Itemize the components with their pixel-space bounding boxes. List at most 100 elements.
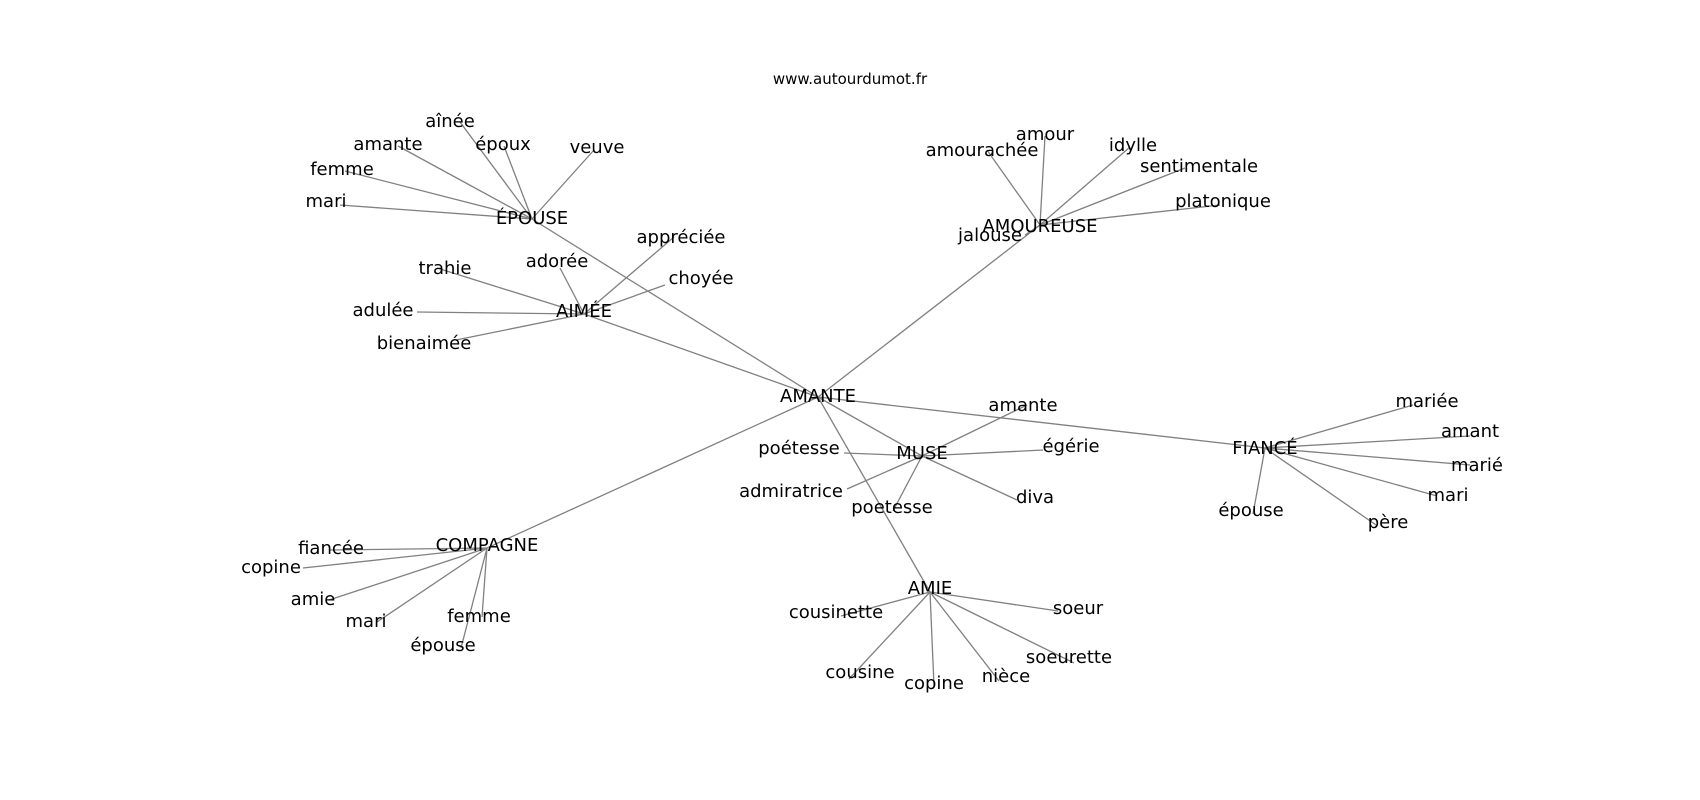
leaf-word-fiance: père	[1368, 512, 1409, 533]
edge-fiance-leaf	[1264, 447, 1438, 497]
leaf-word-aimee: adorée	[526, 251, 589, 272]
edge-aimee-leaf	[583, 284, 666, 315]
leaf-word-amie: nièce	[982, 666, 1030, 687]
leaf-word-amoureuse: jalouse	[957, 225, 1022, 246]
leaf-word-compagne: fiancée	[298, 538, 364, 559]
leaf-word-aimee: adulée	[352, 300, 413, 321]
leaf-word-epouse: veuve	[570, 137, 625, 158]
edge-amie-leaf	[848, 591, 931, 680]
edge-aimee-leaf	[436, 267, 585, 315]
edge-center-amie	[817, 396, 931, 593]
leaf-word-fiance: amant	[1441, 421, 1499, 442]
edge-fiance-leaf	[1264, 435, 1471, 449]
edge-amie-leaf	[929, 591, 1075, 664]
leaf-word-muse: poétesse	[758, 438, 839, 459]
edge-aimee-leaf	[455, 313, 585, 341]
leaf-word-amie: soeurette	[1026, 647, 1112, 668]
leaf-word-fiance: marié	[1451, 455, 1503, 476]
leaf-word-amie: copine	[904, 673, 964, 694]
edges-layer	[302, 121, 1471, 687]
hub-node-muse: MUSE	[896, 443, 948, 464]
edge-amoureuse-leaf	[1024, 224, 1041, 236]
edge-aimee-leaf	[583, 236, 675, 315]
edge-fiance-leaf	[1252, 447, 1266, 515]
edge-fiance-leaf	[1264, 447, 1377, 526]
edge-epouse-leaf	[397, 145, 533, 220]
leaf-word-amie: soeur	[1053, 598, 1104, 619]
edge-amie-leaf	[840, 591, 931, 617]
hub-node-epouse: ÉPOUSE	[496, 207, 568, 229]
site-url: www.autourdumot.fr	[772, 70, 928, 88]
edge-epouse-leaf	[503, 145, 533, 220]
edge-amoureuse-leaf	[1039, 204, 1221, 226]
leaf-word-muse: égérie	[1042, 436, 1099, 457]
leaf-word-compagne: épouse	[410, 635, 475, 656]
edge-muse-leaf	[846, 455, 923, 490]
leaf-word-amoureuse: sentimentale	[1140, 156, 1258, 177]
leaf-word-amoureuse: amour	[1016, 124, 1075, 145]
edge-center-fiance	[817, 396, 1266, 449]
hub-node-compagne: COMPAGNE	[436, 535, 539, 556]
edge-fiance-leaf	[1264, 404, 1414, 449]
leaf-word-epouse: aînée	[425, 111, 475, 132]
edge-muse-leaf	[921, 404, 1028, 457]
edge-center-compagne	[486, 396, 819, 549]
leaf-word-epouse: mari	[306, 191, 347, 212]
leaf-word-compagne: amie	[291, 589, 336, 610]
edge-center-epouse	[531, 218, 819, 398]
edge-epouse-leaf	[459, 121, 533, 220]
center-node-label: AMANTE	[780, 386, 856, 407]
edge-aimee-leaf	[559, 267, 585, 315]
edge-amie-leaf	[929, 591, 1000, 682]
leaf-word-aimee: choyée	[668, 268, 733, 289]
leaf-word-fiance: mariée	[1395, 391, 1458, 412]
leaf-word-epouse: amante	[353, 134, 422, 155]
leaf-word-aimee: trahie	[419, 258, 472, 279]
leaf-word-muse: amante	[988, 395, 1057, 416]
hub-node-amie: AMIE	[908, 578, 953, 599]
edge-amoureuse-leaf	[1039, 135, 1046, 226]
leaf-word-aimee: bienaimée	[377, 333, 472, 354]
edge-compagne-leaf	[302, 547, 488, 569]
leaf-word-aimee: appréciée	[636, 227, 725, 248]
edge-compagne-leaf	[460, 547, 488, 649]
edge-epouse-leaf	[339, 204, 533, 220]
edge-amoureuse-leaf	[1039, 146, 1131, 226]
leaf-word-fiance: mari	[1428, 485, 1469, 506]
edge-amie-leaf	[929, 591, 1059, 612]
edge-compagne-leaf	[329, 547, 488, 551]
edge-muse-leaf	[921, 455, 1018, 501]
leaf-word-compagne: femme	[447, 606, 511, 627]
leaf-word-epouse: époux	[475, 134, 531, 155]
leaf-word-compagne: copine	[241, 557, 301, 578]
edge-amoureuse-leaf	[1039, 167, 1186, 226]
edge-center-aimee	[583, 313, 819, 398]
edge-epouse-leaf	[531, 149, 595, 220]
leaf-word-epouse: femme	[310, 159, 374, 180]
edge-muse-leaf	[892, 455, 923, 512]
leaf-word-fiance: épouse	[1218, 500, 1283, 521]
edge-center-muse	[817, 396, 923, 457]
leaf-word-amoureuse: platonique	[1175, 191, 1271, 212]
edge-muse-leaf	[843, 452, 923, 457]
hub-node-amoureuse: AMOUREUSE	[982, 216, 1097, 237]
edge-amoureuse-leaf	[986, 149, 1041, 226]
leaf-word-compagne: mari	[346, 611, 387, 632]
edge-compagne-leaf	[328, 547, 488, 601]
leaf-word-amoureuse: idylle	[1109, 135, 1157, 156]
hub-node-fiance: FIANCÉ	[1232, 437, 1297, 459]
leaf-word-muse: poetesse	[851, 497, 932, 518]
leaf-word-amie: cousinette	[789, 602, 883, 623]
leaf-word-amie: cousine	[825, 662, 894, 683]
leaf-word-muse: diva	[1016, 487, 1054, 508]
edge-aimee-leaf	[416, 311, 585, 315]
edge-epouse-leaf	[344, 170, 533, 220]
edge-muse-leaf	[921, 449, 1044, 457]
edge-center-amoureuse	[817, 224, 1041, 398]
leaf-word-amoureuse: amourachée	[926, 140, 1039, 161]
edge-amie-leaf	[929, 591, 935, 687]
hub-node-aimee: AIMÉE	[556, 300, 612, 322]
edge-compagne-leaf	[376, 547, 488, 623]
